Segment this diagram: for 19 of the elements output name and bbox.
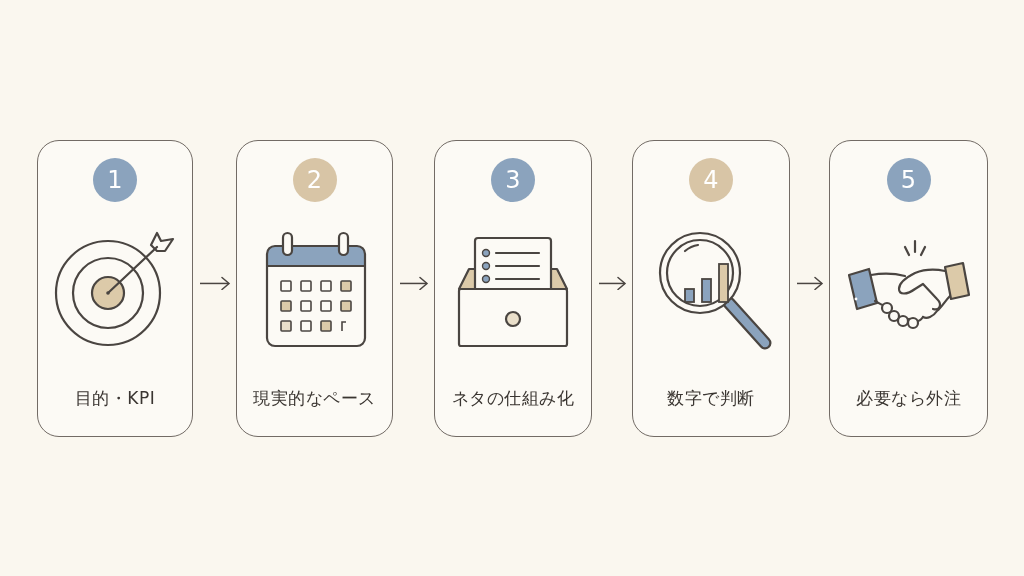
step-card: [434, 140, 592, 437]
step-label: 現実的なペース: [253, 387, 376, 409]
step-label: 目的・KPI: [74, 387, 156, 409]
step-label: ネタの仕組み化: [451, 387, 575, 409]
step-number: 3: [491, 158, 535, 202]
step-card: [236, 140, 393, 437]
step-card: [829, 140, 988, 437]
arrow: [199, 276, 230, 291]
arrow: [399, 276, 428, 291]
step-number: 5: [886, 158, 931, 202]
step-number: 1: [93, 158, 137, 202]
step-number: 4: [689, 158, 733, 202]
step-label: 数字で判断: [667, 387, 755, 409]
arrow: [598, 276, 626, 291]
step-card: [37, 140, 193, 437]
step-label: 必要なら外注: [856, 387, 961, 409]
step-number: 2: [292, 158, 337, 202]
step-card: [632, 140, 790, 437]
arrow: [796, 276, 823, 291]
